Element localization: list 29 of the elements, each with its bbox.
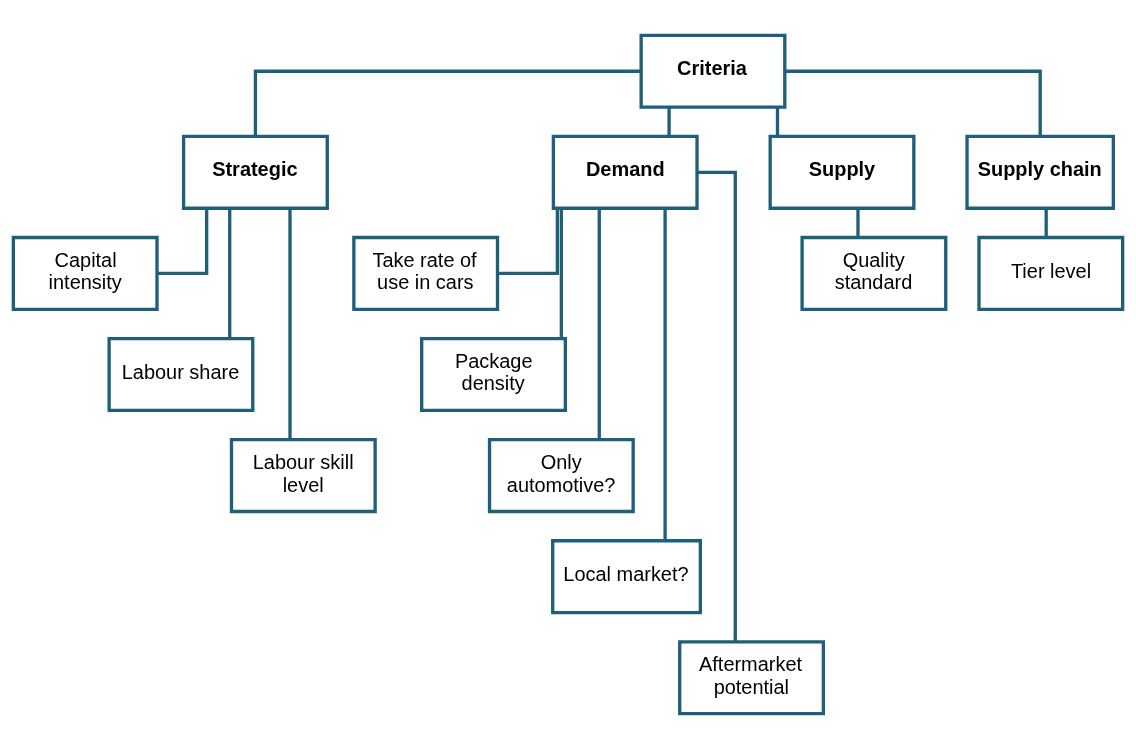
connector bbox=[697, 170, 737, 642]
node-box: Package density bbox=[420, 336, 567, 413]
node-box: Demand bbox=[551, 134, 699, 210]
connector bbox=[775, 107, 780, 137]
node-box: Quality standard bbox=[800, 235, 948, 311]
node-box: Criteria bbox=[639, 33, 787, 109]
node-box: Strategic bbox=[181, 134, 329, 210]
node-box: Aftermarket potential bbox=[678, 640, 826, 716]
connector bbox=[597, 208, 601, 440]
connector bbox=[785, 69, 1042, 137]
connector bbox=[1044, 208, 1048, 238]
connector bbox=[253, 69, 641, 137]
node-box: Capital intensity bbox=[11, 235, 159, 311]
connector bbox=[856, 208, 860, 238]
connector bbox=[663, 208, 667, 541]
node-box: Supply bbox=[768, 134, 916, 210]
node-box: Labour skill level bbox=[229, 438, 377, 514]
connector bbox=[497, 208, 560, 276]
connector bbox=[288, 208, 292, 440]
node-box: Labour share bbox=[107, 336, 255, 413]
node-box: Take rate of use in cars bbox=[352, 235, 500, 311]
node-box: Supply chain bbox=[965, 134, 1115, 210]
connector bbox=[157, 208, 209, 276]
node-box: Local market? bbox=[551, 539, 702, 615]
connector bbox=[667, 107, 671, 137]
connector bbox=[559, 208, 563, 339]
node-box: Tier level bbox=[977, 235, 1125, 311]
node-box: Only automotive? bbox=[487, 438, 635, 514]
connector bbox=[228, 208, 232, 339]
